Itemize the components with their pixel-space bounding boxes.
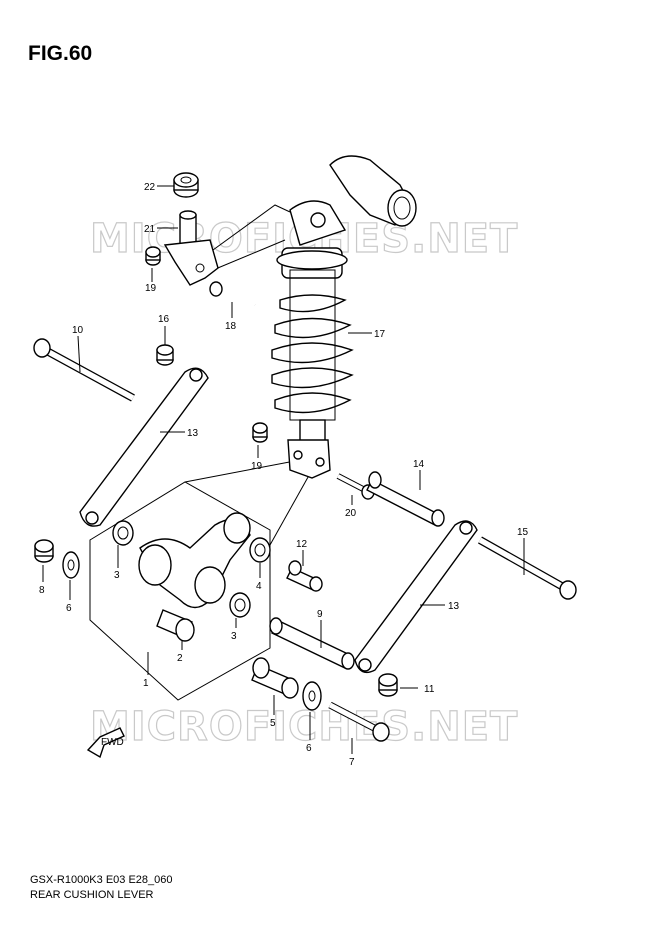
part-7-bolt [328, 701, 390, 742]
part-3-bearing-upper [112, 520, 134, 546]
callout-21: 21 [144, 224, 156, 235]
part-18-bolt [209, 281, 256, 307]
part-6-washer-left [62, 551, 80, 579]
shock-top-leader [212, 204, 291, 251]
part-2-bearing [156, 609, 195, 642]
callout-5: 5 [270, 718, 276, 729]
callout-leaders [42, 185, 525, 754]
model-code: GSX-R1000K3 E03 E28_060 [30, 874, 173, 886]
part-9-collar [269, 617, 355, 670]
callout-6-left: 6 [66, 603, 72, 614]
figure-name: REAR CUSHION LEVER [30, 889, 154, 901]
fwd-label: FWD [101, 737, 124, 748]
callout-12: 12 [296, 539, 308, 550]
callout-19-upper: 19 [145, 283, 157, 294]
callout-6-right: 6 [306, 743, 312, 754]
part-19-nut-lower [252, 422, 268, 443]
figure-title: FIG.60 [28, 42, 93, 65]
callout-1: 1 [143, 678, 149, 689]
callout-15: 15 [517, 527, 529, 538]
part-5-collar [251, 657, 299, 699]
callout-10: 10 [72, 325, 84, 336]
callout-13-upper: 13 [187, 428, 199, 439]
callout-3-upper: 3 [114, 570, 120, 581]
part-22-nut [173, 172, 199, 198]
part-8-nut [34, 539, 54, 563]
part-6-washer-right [302, 681, 322, 711]
callout-20: 20 [345, 508, 357, 519]
part-19-nut-upper [145, 246, 161, 266]
part-21-bracket [163, 210, 219, 286]
part-15-bolt [478, 536, 577, 600]
part-13-tie-rod-upper [79, 367, 209, 527]
lever-frame-leader [184, 459, 301, 483]
fwd-arrow-icon: FWD [86, 727, 125, 759]
watermark-bottom: MICROFICHES.NET [90, 704, 518, 750]
callout-8: 8 [39, 585, 45, 596]
callout-16: 16 [158, 314, 170, 325]
callout-22: 22 [144, 182, 156, 193]
rear-shock-absorber [271, 155, 417, 479]
callout-13-lower: 13 [448, 601, 460, 612]
part-3-bearing-lower [229, 592, 251, 618]
part-14-collar [366, 471, 445, 527]
callout-4: 4 [256, 581, 262, 592]
part-4-bearing [249, 537, 271, 563]
callout-14: 14 [413, 459, 425, 470]
callout-2: 2 [177, 653, 183, 664]
shock-top-leader-2 [212, 239, 286, 271]
callout-19-lower: 19 [251, 461, 263, 472]
part-12-collar [286, 560, 323, 592]
callout-11: 11 [424, 684, 435, 695]
lever-frame-leader-2 [269, 469, 313, 546]
callout-18: 18 [225, 321, 237, 332]
callout-9: 9 [317, 609, 323, 620]
callout-3-lower: 3 [231, 631, 237, 642]
callout-7: 7 [349, 757, 355, 768]
part-1-cushion-lever [138, 512, 251, 609]
part-16-nut [156, 344, 174, 366]
part-13-tie-rod-lower [354, 520, 478, 674]
part-11-nut [378, 673, 398, 697]
callout-17: 17 [374, 329, 386, 340]
part-10-long-bolt [33, 338, 135, 402]
